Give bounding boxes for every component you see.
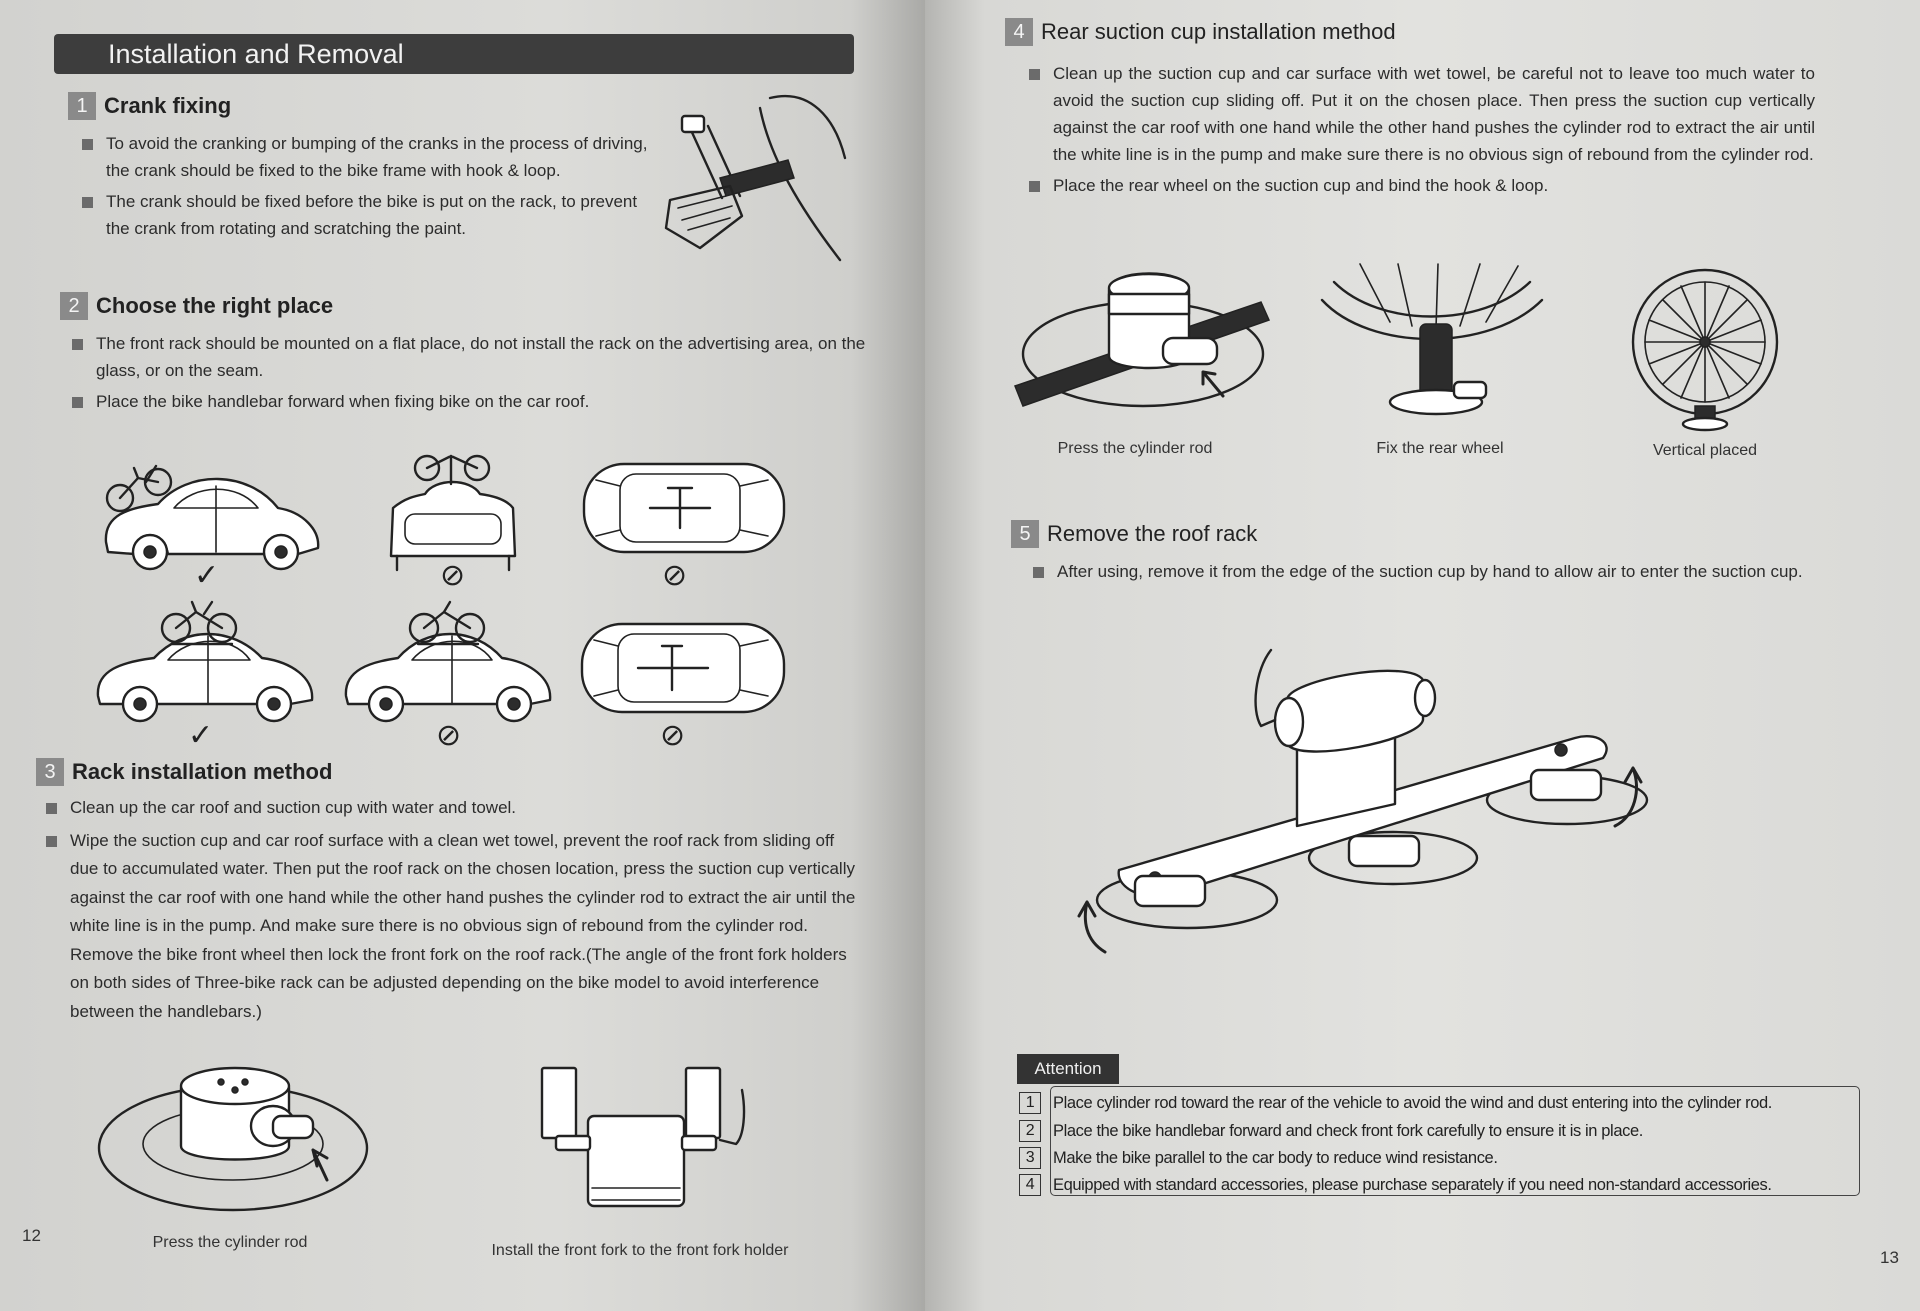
bullet-item: After using, remove it from the edge of …	[1029, 558, 1909, 585]
not-allowed-mark: ⊘	[440, 559, 466, 592]
car-side-roof-bike-wrong-illustration	[344, 600, 552, 723]
bullet-item: The crank should be fixed before the bik…	[78, 188, 648, 242]
attention-item-text: Make the bike parallel to the car body t…	[1053, 1148, 1498, 1167]
vertical-placed-caption: Vertical placed	[1652, 442, 1758, 459]
crank-fixing-bullets: To avoid the cranking or bumping of the …	[78, 130, 648, 246]
roof-rack-removal-illustration	[1077, 648, 1649, 954]
attention-item-number: 2	[1019, 1120, 1041, 1142]
car-rear-bike-illustration	[389, 454, 517, 572]
ok-check-mark: ✓	[194, 559, 220, 592]
rear-fix-caption: Fix the rear wheel	[1376, 440, 1504, 457]
attention-item-number: 4	[1019, 1174, 1041, 1196]
page-number: 12	[22, 1226, 41, 1245]
press-cylinder-caption: Press the cylinder rod	[152, 1234, 308, 1251]
crank-fixing-heading: 1 Crank fixing	[68, 92, 231, 120]
step-title: Rack installation method	[72, 759, 333, 784]
attention-item-text: Equipped with standard accessories, plea…	[1053, 1175, 1772, 1194]
rear-suction-heading: 4 Rear suction cup installation method	[1005, 18, 1396, 46]
rack-installation-bullets: Clean up the car roof and suction cup wi…	[42, 794, 864, 1030]
right-page: 4 Rear suction cup installation method C…	[925, 0, 1920, 1311]
bullet-item: To avoid the cranking or bumping of the …	[78, 130, 648, 184]
attention-item-number: 3	[1019, 1147, 1041, 1169]
choose-place-bullets: The front rack should be mounted on a fl…	[68, 330, 868, 419]
car-top-seam-illustration	[580, 622, 786, 714]
rear-suction-bullets: Clean up the suction cup and car surface…	[1025, 60, 1815, 203]
bullet-item: Clean up the suction cup and car surface…	[1025, 60, 1815, 168]
bullet-item: The front rack should be mounted on a fl…	[68, 330, 868, 384]
bullet-item: Place the bike handlebar forward when fi…	[68, 388, 868, 415]
attention-label: Attention	[1017, 1054, 1119, 1084]
bullet-item: Wipe the suction cup and car roof surfac…	[42, 827, 864, 1027]
attention-box	[1050, 1086, 1860, 1196]
attention-item: 3 Make the bike parallel to the car body…	[1019, 1147, 1498, 1169]
section-banner: Installation and Removal	[54, 34, 854, 74]
step-number: 5	[1011, 520, 1039, 548]
car-side-rear-bike-illustration	[104, 464, 320, 571]
ok-check-mark: ✓	[188, 719, 214, 752]
bullet-item: Place the rear wheel on the suction cup …	[1025, 172, 1815, 199]
page-number: 13	[1880, 1248, 1899, 1267]
suction-cup-press-illustration	[97, 1066, 369, 1212]
attention-item-text: Place the bike handlebar forward and che…	[1053, 1121, 1643, 1140]
attention-item: 2 Place the bike handlebar forward and c…	[1019, 1120, 1643, 1142]
not-allowed-mark: ⊘	[660, 719, 686, 752]
step-number: 3	[36, 758, 64, 786]
step-number: 2	[60, 292, 88, 320]
crank-illustration	[664, 94, 847, 262]
front-fork-caption: Install the front fork to the front fork…	[491, 1242, 789, 1259]
step-title: Remove the roof rack	[1047, 521, 1258, 546]
not-allowed-mark: ⊘	[436, 719, 462, 752]
not-allowed-mark: ⊘	[662, 559, 688, 592]
step-title: Choose the right place	[96, 293, 334, 318]
rear-wheel-fix-illustration	[1320, 263, 1544, 416]
attention-item-text: Place cylinder rod toward the rear of th…	[1053, 1093, 1772, 1112]
front-fork-holder-illustration	[540, 1066, 746, 1208]
left-page: Installation and Removal 1 Crank fixing …	[0, 0, 925, 1311]
remove-rack-heading: 5 Remove the roof rack	[1011, 520, 1257, 548]
rack-installation-heading: 3 Rack installation method	[36, 758, 332, 786]
attention-item: 4 Equipped with standard accessories, pl…	[1019, 1174, 1772, 1196]
rear-cup-press-illustration	[1014, 272, 1271, 408]
step-title: Crank fixing	[104, 93, 232, 118]
choose-place-heading: 2 Choose the right place	[60, 292, 333, 320]
remove-rack-bullets: After using, remove it from the edge of …	[1029, 558, 1909, 589]
attention-item-number: 1	[1019, 1092, 1041, 1114]
attention-item: 1 Place cylinder rod toward the rear of …	[1019, 1092, 1772, 1114]
step-title: Rear suction cup installation method	[1041, 19, 1396, 44]
bullet-item: Clean up the car roof and suction cup wi…	[42, 794, 864, 823]
car-top-glass-illustration	[582, 462, 786, 554]
step-number: 1	[68, 92, 96, 120]
vertical-placed-illustration	[1631, 268, 1779, 432]
rear-press-caption: Press the cylinder rod	[1057, 440, 1213, 457]
step-number: 4	[1005, 18, 1033, 46]
car-side-roof-bike-ok-illustration	[96, 600, 314, 723]
